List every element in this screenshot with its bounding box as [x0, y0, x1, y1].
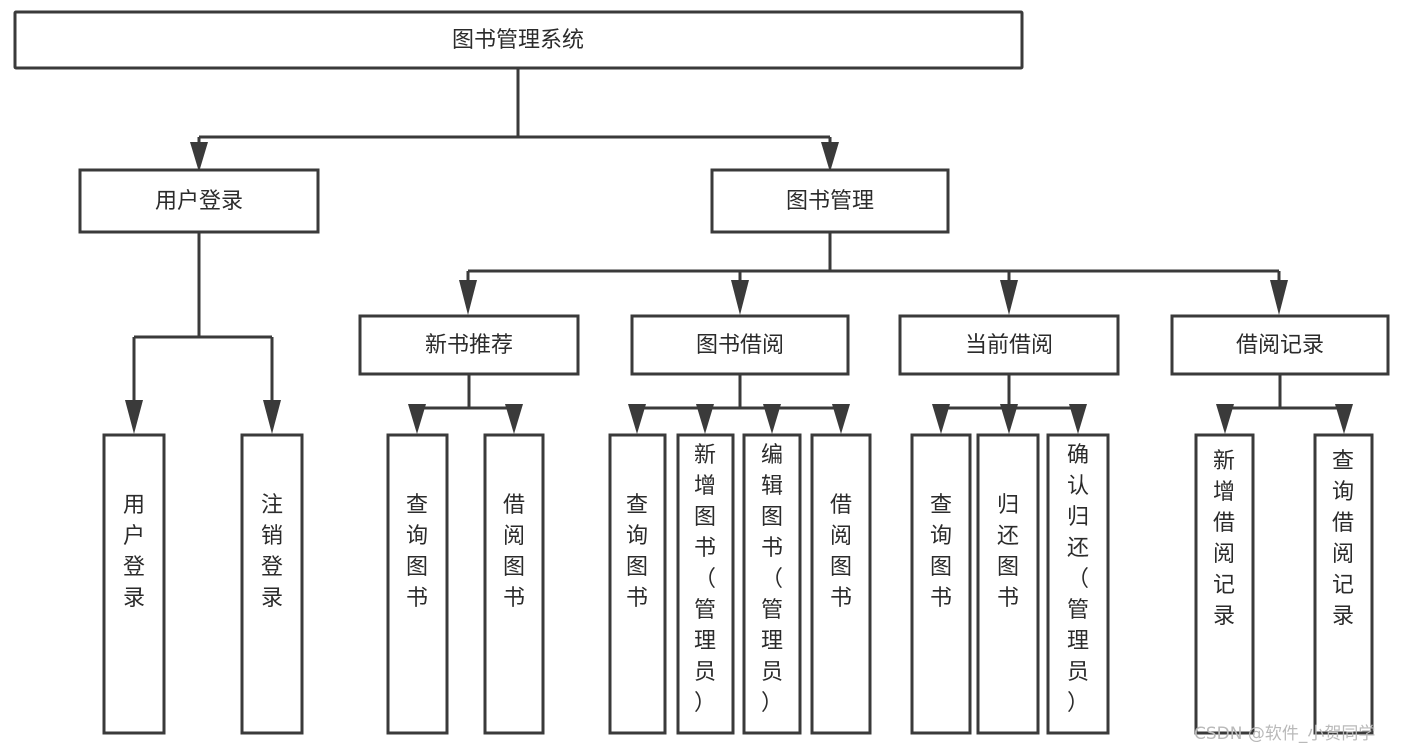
node-book-manage-label: 图书管理 [786, 189, 874, 214]
node-leaf-borrow-book-rect[interactable] [810, 433, 872, 735]
node-book-manage[interactable]: 图书管理 [710, 168, 950, 234]
node-leaf-edit-book-label: 编辑图书（管理员） [761, 443, 783, 716]
arrowhead-leaf-borrow-book [832, 404, 850, 434]
arrowhead-user-login [190, 142, 208, 172]
connector-layer [125, 68, 1353, 434]
node-leaf-query-book-cur[interactable]: 查询图书 [910, 433, 972, 735]
node-leaf-query-book-cur-label: 查询图书 [930, 493, 952, 611]
node-leaf-add-book[interactable]: 新增图书（管理员） [676, 433, 735, 735]
node-leaf-add-record-rect[interactable] [1194, 433, 1255, 735]
arrowhead-leaf-query-record [1335, 404, 1353, 434]
node-root-rect[interactable] [13, 10, 1024, 70]
node-new-book-rec[interactable]: 新书推荐 [358, 314, 580, 376]
arrowhead-book-manage [821, 142, 839, 172]
arrowhead-leaf-borrow-book-rec [505, 404, 523, 434]
arrowhead-leaf-query-book-cur [932, 404, 950, 434]
arrowhead-leaf-user-logout [263, 400, 281, 434]
node-current-borrow-label: 当前借阅 [965, 333, 1053, 358]
node-book-borrow[interactable]: 图书借阅 [630, 314, 850, 376]
node-leaf-confirm-return[interactable]: 确认归还（管理员） [1046, 433, 1110, 735]
arrowhead-leaf-add-book [696, 404, 714, 434]
node-leaf-borrow-book-rec-label: 借阅图书 [503, 493, 525, 611]
node-leaf-confirm-return-label: 确认归还（管理员） [1067, 443, 1089, 716]
csdn-watermark: CSDN @软件_小贺同学 [1194, 724, 1376, 744]
arrowhead-leaf-edit-book [763, 404, 781, 434]
node-leaf-query-record[interactable]: 查询借阅记录 [1313, 433, 1374, 735]
node-book-borrow-rect[interactable] [630, 314, 850, 376]
node-leaf-query-book-rec[interactable]: 查询图书 [386, 433, 449, 735]
node-leaf-user-logout[interactable]: 注销登录 [240, 433, 304, 735]
node-root[interactable]: 图书管理系统 [13, 10, 1024, 70]
node-leaf-add-book-rect[interactable] [676, 433, 735, 735]
node-leaf-query-book-rec-rect[interactable] [386, 433, 449, 735]
arrowhead-leaf-query-book-rec [408, 404, 426, 434]
node-leaf-query-record-label: 查询借阅记录 [1332, 449, 1354, 629]
node-current-borrow-rect[interactable] [898, 314, 1120, 376]
arrowhead-leaf-confirm-return [1069, 404, 1087, 434]
node-leaf-add-record[interactable]: 新增借阅记录 [1194, 433, 1255, 735]
node-leaf-borrow-book-rec[interactable]: 借阅图书 [483, 433, 545, 735]
node-current-borrow[interactable]: 当前借阅 [898, 314, 1120, 376]
arrowhead-leaf-add-record [1216, 404, 1234, 434]
node-leaf-user-login-rect[interactable] [102, 433, 166, 735]
node-layer: 图书管理系统 用户登录 图书管理 新书推荐 图书借阅 [13, 10, 1390, 735]
node-leaf-borrow-book-label: 借阅图书 [830, 493, 852, 611]
node-leaf-user-login-label: 用户登录 [123, 493, 145, 611]
node-leaf-confirm-return-rect[interactable] [1046, 433, 1110, 735]
node-user-login-label: 用户登录 [155, 189, 243, 214]
node-leaf-query-record-rect[interactable] [1313, 433, 1374, 735]
node-leaf-user-logout-label: 注销登录 [261, 493, 283, 611]
node-leaf-edit-book-rect[interactable] [742, 433, 802, 735]
arrowhead-leaf-query-book-borrow [628, 404, 646, 434]
arrowhead-leaf-return-book [1000, 404, 1018, 434]
arrowhead-book-borrow [731, 280, 749, 315]
node-leaf-borrow-book-rec-rect[interactable] [483, 433, 545, 735]
node-leaf-query-book-cur-rect[interactable] [910, 433, 972, 735]
arrowhead-new-book-rec [459, 280, 477, 315]
node-leaf-query-book-borrow-rect[interactable] [608, 433, 667, 735]
node-leaf-user-logout-rect[interactable] [240, 433, 304, 735]
node-leaf-edit-book[interactable]: 编辑图书（管理员） [742, 433, 802, 735]
node-leaf-add-record-label: 新增借阅记录 [1213, 449, 1235, 629]
node-leaf-add-book-label: 新增图书（管理员） [694, 443, 716, 716]
arrowhead-borrow-record [1270, 280, 1288, 315]
node-leaf-query-book-borrow[interactable]: 查询图书 [608, 433, 667, 735]
node-leaf-borrow-book[interactable]: 借阅图书 [810, 433, 872, 735]
node-book-borrow-label: 图书借阅 [696, 333, 784, 358]
node-borrow-record[interactable]: 借阅记录 [1170, 314, 1390, 376]
node-leaf-return-book-rect[interactable] [976, 433, 1040, 735]
node-root-label: 图书管理系统 [452, 28, 584, 53]
node-leaf-user-login[interactable]: 用户登录 [102, 433, 166, 735]
arrowhead-leaf-user-login [125, 400, 143, 434]
arrowhead-current-borrow [1000, 280, 1018, 315]
node-leaf-return-book[interactable]: 归还图书 [976, 433, 1040, 735]
node-user-login-rect[interactable] [78, 168, 320, 234]
node-new-book-rec-label: 新书推荐 [425, 333, 513, 358]
node-user-login[interactable]: 用户登录 [78, 168, 320, 234]
node-new-book-rec-rect[interactable] [358, 314, 580, 376]
node-leaf-return-book-label: 归还图书 [997, 493, 1019, 611]
node-leaf-query-book-rec-label: 查询图书 [406, 493, 428, 611]
node-borrow-record-label: 借阅记录 [1236, 333, 1324, 358]
node-book-manage-rect[interactable] [710, 168, 950, 234]
node-borrow-record-rect[interactable] [1170, 314, 1390, 376]
node-leaf-query-book-borrow-label: 查询图书 [626, 493, 648, 611]
